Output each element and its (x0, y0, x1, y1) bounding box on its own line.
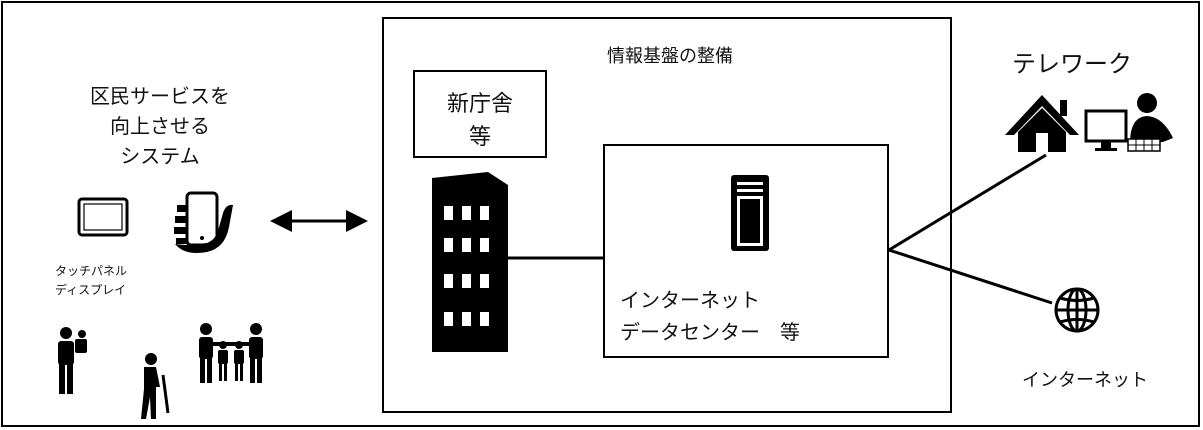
new-building-label-line2: 等 (468, 125, 491, 150)
new-building-box (413, 70, 547, 158)
internet-label: インターネット (1022, 370, 1148, 391)
telework-label: テレワーク (1012, 50, 1132, 78)
new-building-label-line1: 新庁舎 (446, 92, 513, 117)
infrastructure-title: 情報基盤の整備 (607, 46, 733, 67)
house-icon (1005, 95, 1079, 152)
touch-panel-label-line2: ディスプレイ (55, 283, 127, 297)
globe-icon (1054, 287, 1100, 333)
double-arrow-icon (270, 210, 368, 232)
services-heading-line1: 区民サービスを (90, 84, 230, 108)
office-building-icon (432, 172, 508, 352)
datacenter-telework-link (888, 153, 1047, 252)
tablet-icon (77, 197, 129, 237)
smartphone-hand-icon (174, 191, 233, 253)
family-icon (199, 323, 263, 383)
datacenter-label-line2: データセンター 等 (620, 320, 800, 344)
server-icon (731, 175, 769, 251)
datacenter-label-line1: インターネット (620, 288, 760, 312)
services-heading-line2: 向上させる (110, 114, 210, 138)
person-computer-icon (1084, 93, 1173, 152)
parent-with-child-icon (58, 327, 87, 394)
datacenter-internet-link (888, 248, 1053, 305)
elderly-person-icon (141, 353, 170, 419)
services-heading-line3: システム (120, 144, 200, 168)
touch-panel-label-line1: タッチパネル (55, 264, 128, 278)
